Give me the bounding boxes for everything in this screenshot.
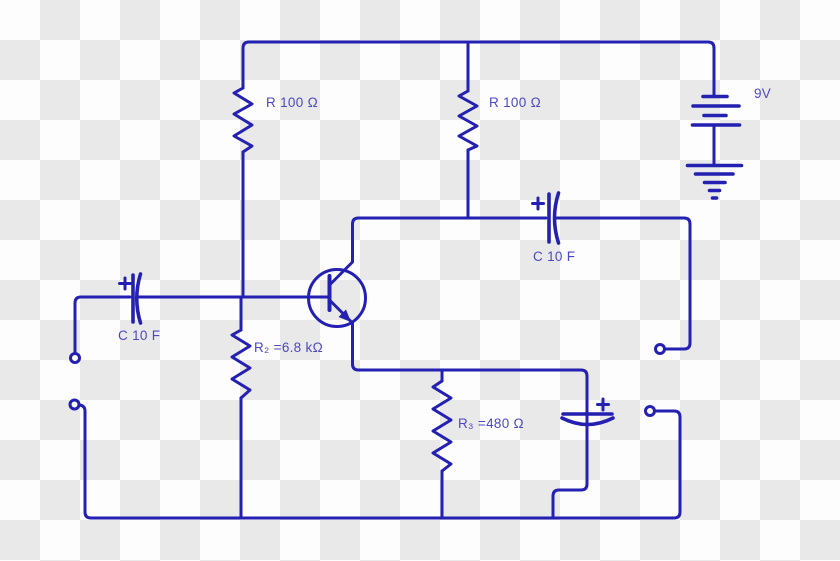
input-terminal-1 (69, 352, 81, 364)
resistor-r1: R 100 Ω (232, 86, 318, 299)
resistor-zigzag-icon (431, 379, 453, 473)
input-terminal-2 (68, 398, 81, 411)
capacitor-bypass (551, 397, 615, 520)
output-terminal-1 (654, 343, 666, 355)
resistor-r2-label: R₂ =6.8 kΩ (254, 340, 323, 355)
resistor-zigzag-icon (457, 89, 479, 152)
input-rail-left-wire (73, 295, 132, 355)
resistor-r2: R₂ =6.8 kΩ (230, 295, 323, 520)
output-rail-wire (555, 216, 692, 351)
plus-icon (118, 276, 132, 291)
resistor-rc: R 100 Ω (457, 40, 541, 220)
capacitor-input: C 10 F (118, 272, 160, 343)
bypass-bottom-wire (551, 425, 589, 520)
capacitor-input-label: C 10 F (118, 328, 160, 343)
plus-icon (531, 196, 545, 211)
transistor-circle (307, 268, 367, 328)
resistor-zigzag-icon (232, 86, 254, 154)
capacitor-curved-plate-icon (134, 272, 143, 325)
emitter-rail-wire (357, 368, 589, 429)
resistor-zigzag-icon (230, 328, 252, 400)
battery-label: 9V (754, 86, 771, 101)
resistor-r3: R₃ =480 Ω (431, 368, 524, 520)
bottom-rail-wire (78, 403, 682, 520)
emitter-arrow-icon (338, 309, 351, 322)
capacitor-curved-plate-icon (560, 416, 615, 427)
capacitor-output: C 10 F (531, 191, 575, 264)
resistor-rc-label: R 100 Ω (489, 95, 541, 110)
resistor-r1-label: R 100 Ω (266, 95, 318, 110)
output-terminal-2 (644, 405, 656, 417)
plus-icon (596, 397, 610, 412)
capacitor-output-label: C 10 F (533, 249, 575, 264)
capacitor-curved-plate-icon (552, 191, 561, 245)
transistor-emitter-wire (328, 298, 360, 372)
resistor-r3-label: R₃ =480 Ω (458, 416, 524, 431)
ground-icon (685, 163, 744, 200)
top-rail-wire (241, 40, 716, 98)
battery-9v: 9V (685, 86, 771, 200)
